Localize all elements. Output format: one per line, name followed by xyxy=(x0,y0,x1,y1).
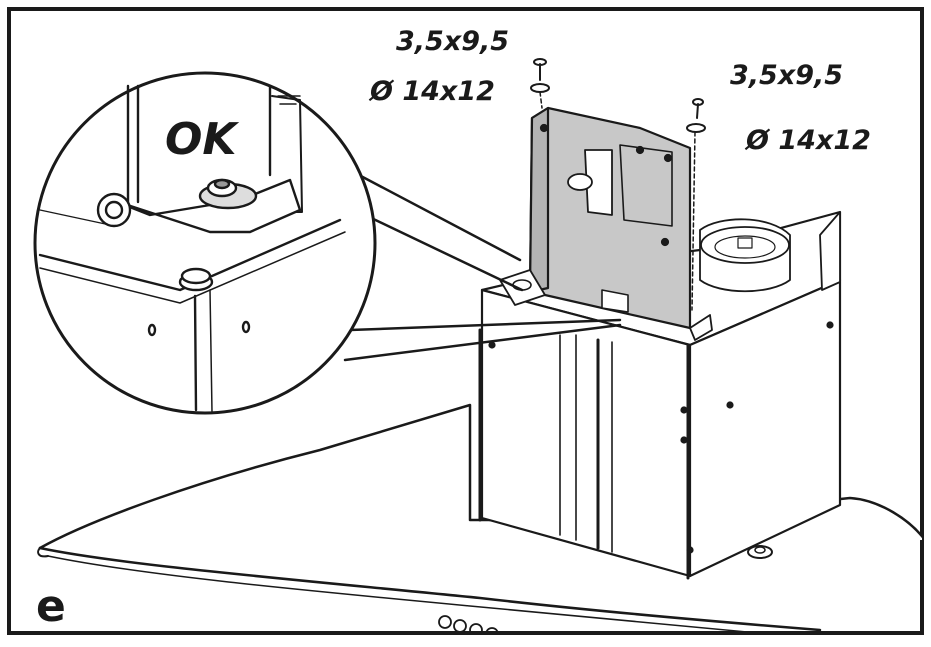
washer-size-label-left: Ø 14x12 xyxy=(370,76,495,107)
ok-callout-label: OK xyxy=(165,114,237,165)
left-screw-washer xyxy=(530,58,550,109)
screw-size-label-right: 3,5x9,5 xyxy=(730,60,844,91)
washer-size-label-right: Ø 14x12 xyxy=(746,125,871,156)
callout-leaders xyxy=(338,163,622,362)
magnified-detail xyxy=(33,71,377,415)
right-screw-washer xyxy=(686,98,706,311)
mounting-bracket xyxy=(499,106,713,341)
hood-canopy xyxy=(37,403,922,633)
step-letter: e xyxy=(36,581,66,632)
screw-size-label-left: 3,5x9,5 xyxy=(396,26,510,57)
control-knobs xyxy=(438,615,499,633)
